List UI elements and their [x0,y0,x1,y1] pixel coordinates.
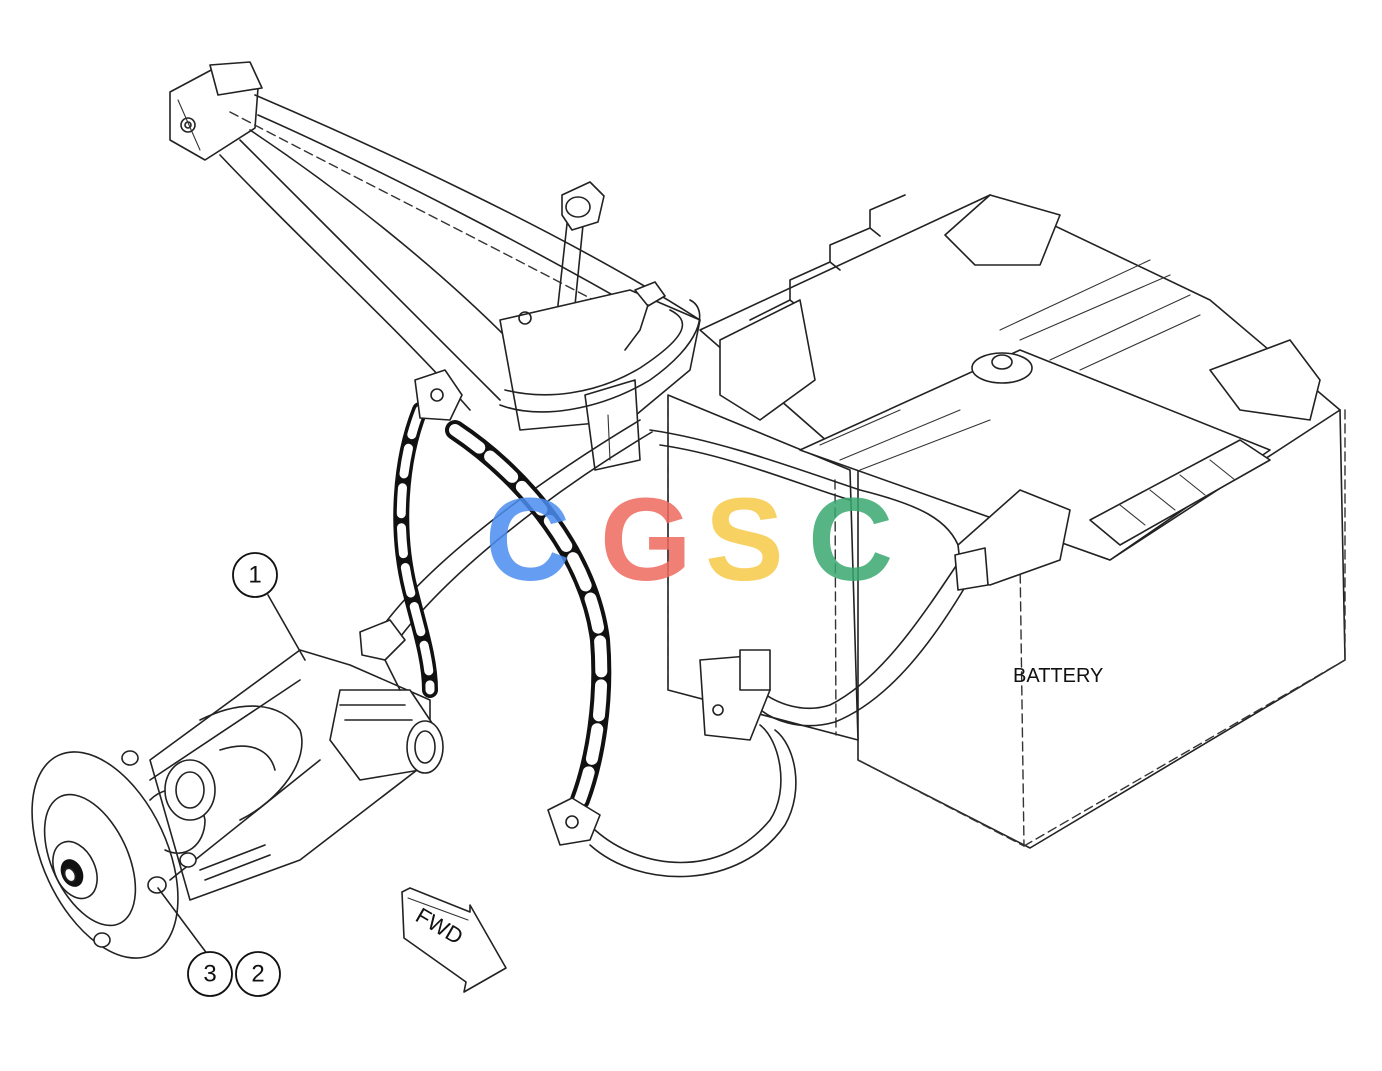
callout-3: 3 [157,887,233,997]
callout-1-label: 1 [248,562,261,589]
fwd-arrow: FWD [401,887,507,993]
watermark-letter-1: C [485,474,570,606]
wire-harness [169,61,701,471]
callout-2: 2 [235,951,281,997]
watermark-letter-4: C [808,474,893,606]
ground-cable [393,369,797,878]
callout-2-label: 2 [251,961,264,988]
starter-motor [31,619,444,959]
callout-1: 1 [232,552,306,661]
watermark-logo: C G S C [485,474,893,606]
watermark-letter-3: S [705,474,784,606]
callout-3-label: 3 [203,961,216,988]
watermark-letter-2: G [600,474,692,606]
battery [667,194,1346,849]
battery-label: BATTERY [1013,665,1103,687]
